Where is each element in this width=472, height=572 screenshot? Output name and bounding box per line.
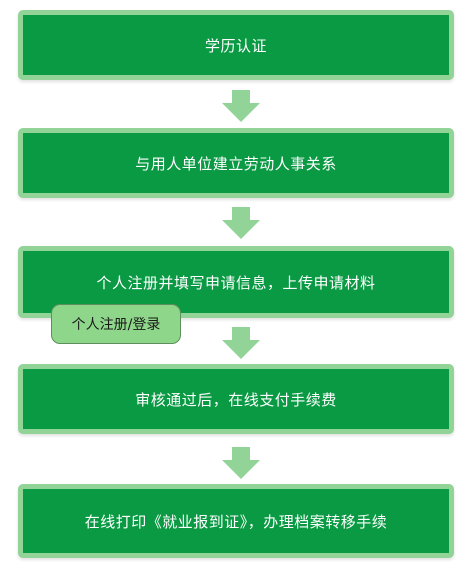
down-arrow-icon	[222, 207, 260, 239]
step-1-label: 学历认证	[204, 36, 267, 55]
step-2-label: 与用人单位建立劳动人事关系	[135, 154, 337, 173]
step-4-label: 审核通过后，在线支付手续费	[135, 390, 337, 409]
step-3-label: 个人注册并填写申请信息，上传申请材料	[96, 273, 376, 292]
step-5-label: 在线打印《就业报到证》，办理档案转移手续	[84, 512, 388, 531]
step-2-box: 与用人单位建立劳动人事关系	[18, 128, 454, 198]
step-5-box: 在线打印《就业报到证》，办理档案转移手续	[18, 484, 454, 558]
register-login-label: 个人注册/登录	[71, 317, 161, 333]
down-arrow-icon	[222, 447, 260, 479]
down-arrow-icon	[222, 90, 260, 122]
step-4-box: 审核通过后，在线支付手续费	[18, 364, 454, 434]
down-arrow-icon	[222, 327, 260, 359]
step-1-box: 学历认证	[18, 10, 454, 80]
register-login-button[interactable]: 个人注册/登录	[51, 304, 181, 344]
